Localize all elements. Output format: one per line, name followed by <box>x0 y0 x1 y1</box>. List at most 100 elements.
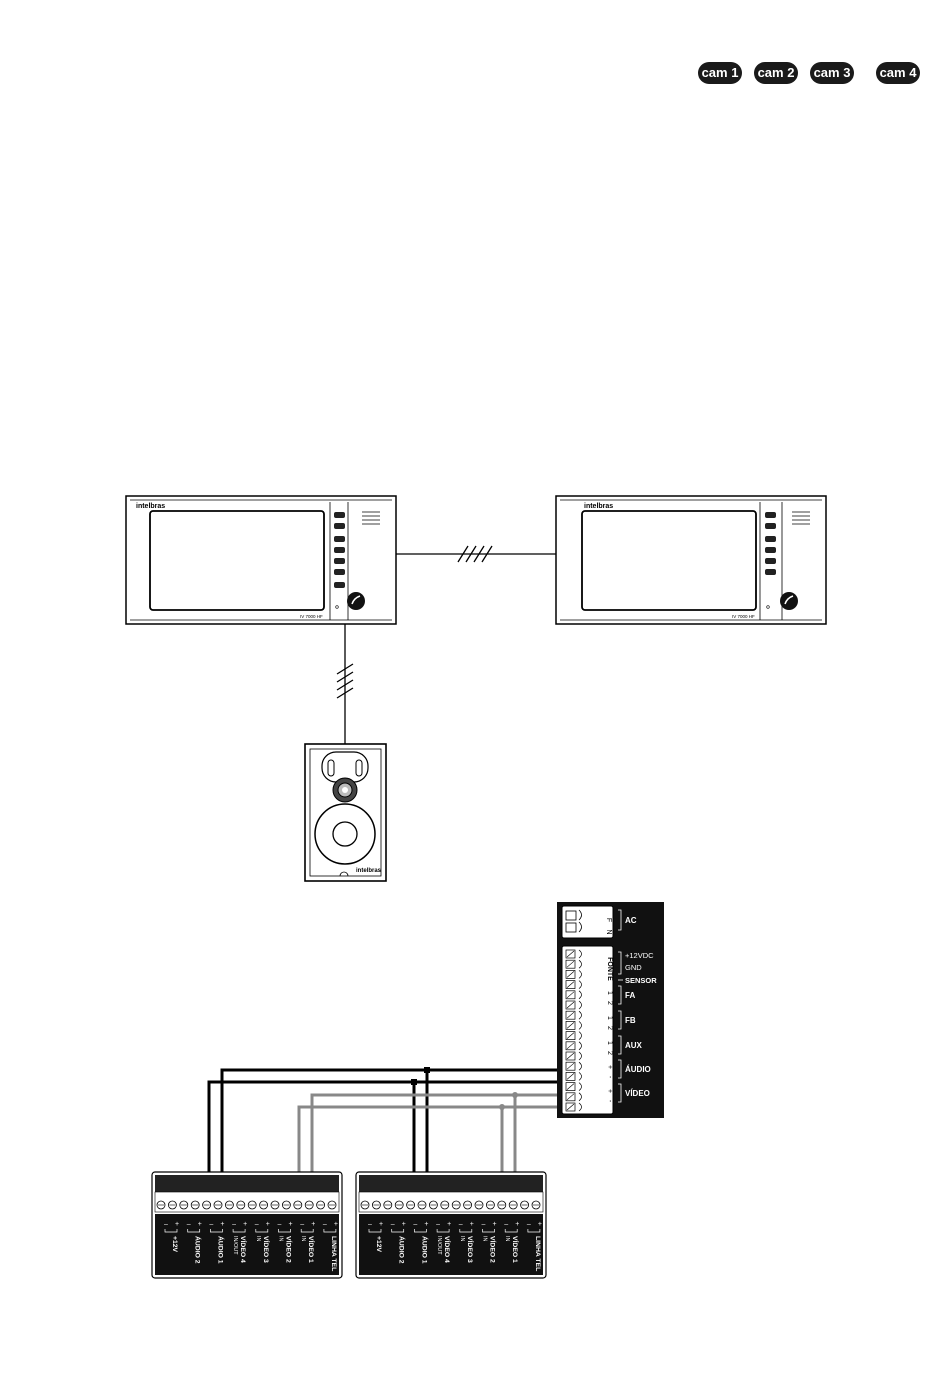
pin-label: - <box>606 1100 613 1103</box>
pin-label: 1 <box>606 1016 613 1020</box>
pin-polarity: + <box>334 1221 338 1228</box>
monitor-1-model: IV 7000 HF <box>300 614 323 619</box>
pin-polarity: – <box>278 1221 282 1228</box>
monitor-1-screen <box>149 510 325 611</box>
monitor-2-buttons <box>765 512 776 575</box>
terminal-group-label: AUX <box>625 1041 643 1050</box>
monitor-1-handset-icon <box>347 592 365 610</box>
monitor-2-handset-icon <box>780 592 798 610</box>
sensor-label: SENSOR <box>625 976 657 985</box>
connector-pin-sublabel: IN <box>300 1236 306 1242</box>
pin-polarity: – <box>436 1221 440 1228</box>
pin-label: + <box>606 1065 613 1069</box>
pin-polarity: – <box>527 1221 531 1228</box>
connector-pin-sublabel: IN <box>459 1236 465 1242</box>
monitor-1-speaker-grille <box>362 511 380 525</box>
terminal-group-label: FA <box>625 991 635 1000</box>
connector-pin-label: ÁUDIO 2 <box>194 1236 203 1264</box>
monitor-1-buttons <box>334 512 345 588</box>
pin-polarity: – <box>187 1221 191 1228</box>
terminal-screws <box>565 949 582 1112</box>
fonte-gnd-label: GND <box>625 963 642 972</box>
pin-label: + <box>606 1089 613 1093</box>
pin-polarity: + <box>424 1221 428 1228</box>
connector-pin-sublabel: IN <box>278 1236 284 1242</box>
pin-label: - <box>606 1076 613 1079</box>
pin-polarity: + <box>379 1221 383 1228</box>
pin-polarity: + <box>447 1221 451 1228</box>
cam-4-badge: cam 4 <box>876 62 920 84</box>
terminal-group-label: FB <box>625 1016 636 1025</box>
monitor-1-brand: intelbras <box>136 503 165 510</box>
pin-label: 2 <box>606 1001 613 1005</box>
pin-polarity: – <box>209 1221 213 1228</box>
pin-polarity: – <box>164 1221 168 1228</box>
cam-button-legend: cam 1 cam 2 cam 3 cam 4 <box>698 62 920 84</box>
pin-polarity: – <box>300 1221 304 1228</box>
pin-polarity: – <box>368 1221 372 1228</box>
ac-pin-f: F <box>605 918 612 922</box>
pin-polarity: + <box>470 1221 474 1228</box>
pin-polarity: – <box>482 1221 486 1228</box>
wires <box>207 1067 557 1172</box>
terminal-block: F N AC FONTE +12VDC GND SENSOR 12FA12FB1… <box>557 902 664 1118</box>
door-station-brand: intelbras <box>356 868 382 874</box>
connector-pin-label: VÍDEO 1 <box>511 1236 520 1263</box>
pin-polarity: + <box>538 1221 542 1228</box>
pin-polarity: – <box>255 1221 259 1228</box>
connector-pin-label: ÁUDIO 2 <box>398 1236 407 1264</box>
pin-polarity: + <box>198 1221 202 1228</box>
terminal-group-label: VÍDEO <box>625 1089 650 1098</box>
connector-pin-label: LINHA TEL <box>330 1236 337 1271</box>
connector-pin-label: VÍDEO 1 <box>307 1236 316 1263</box>
connector-pin-sublabel: IN/OUT <box>232 1236 238 1255</box>
pin-polarity: + <box>402 1221 406 1228</box>
pin-polarity: + <box>220 1221 224 1228</box>
cam-2-badge: cam 2 <box>754 62 798 84</box>
pin-polarity: + <box>266 1221 270 1228</box>
speaker-grille-icon <box>314 803 376 865</box>
ac-pin-n: N <box>605 929 612 934</box>
pin-polarity: – <box>232 1221 236 1228</box>
connector-pin-sublabel: IN <box>255 1236 261 1242</box>
connector-1: –++12V–+ÁUDIO 2–+ÁUDIO 1–+VÍDEO 4IN/OUT–… <box>151 1171 343 1279</box>
pin-polarity: + <box>289 1221 293 1228</box>
connector-pin-label: VÍDEO 4 <box>239 1236 248 1263</box>
monitor-2-brand: intelbras <box>584 503 613 510</box>
connector-pin-label: LINHA TEL <box>534 1236 541 1271</box>
terminal-group-label: ÁUDIO <box>625 1065 651 1074</box>
fonte-12v-label: +12VDC <box>625 951 654 960</box>
pin-polarity: + <box>515 1221 519 1228</box>
pin-polarity: – <box>323 1221 327 1228</box>
cam-3-badge: cam 3 <box>810 62 854 84</box>
pin-label: 2 <box>606 1051 613 1055</box>
monitor-2-model: IV 7000 HF <box>732 614 755 619</box>
connector-pin-label: VÍDEO 2 <box>489 1236 498 1263</box>
monitor-2-speaker-grille <box>792 511 810 525</box>
pin-polarity: – <box>459 1221 463 1228</box>
call-button[interactable] <box>332 821 358 847</box>
cable-monitor-to-door-station <box>336 624 354 744</box>
fonte-label: FONTE <box>606 957 613 981</box>
monitor-2: intelbras IV 7000 HF <box>555 495 827 625</box>
connector-pin-label: +12V <box>375 1236 382 1253</box>
door-station: intelbras <box>304 743 387 882</box>
pin-label: 2 <box>606 1026 613 1030</box>
pin-polarity: + <box>311 1221 315 1228</box>
connector-pin-label: ÁUDIO 1 <box>216 1236 225 1264</box>
connector-pin-sublabel: IN <box>504 1236 510 1242</box>
connector-pin-label: VÍDEO 4 <box>443 1236 452 1263</box>
connector-pin-label: VÍDEO 3 <box>262 1236 271 1263</box>
pin-polarity: + <box>493 1221 497 1228</box>
connector-2: –++12V–+ÁUDIO 2–+ÁUDIO 1–+VÍDEO 4IN/OUT–… <box>355 1171 547 1279</box>
pin-polarity: + <box>243 1221 247 1228</box>
monitor-2-screen <box>581 510 757 611</box>
pin-polarity: – <box>504 1221 508 1228</box>
pin-polarity: – <box>413 1221 417 1228</box>
cable-monitor-to-monitor <box>396 545 556 563</box>
connector-pin-sublabel: IN <box>482 1236 488 1242</box>
connector-pin-label: ÁUDIO 1 <box>420 1236 429 1264</box>
connector-pin-label: VÍDEO 3 <box>466 1236 475 1263</box>
